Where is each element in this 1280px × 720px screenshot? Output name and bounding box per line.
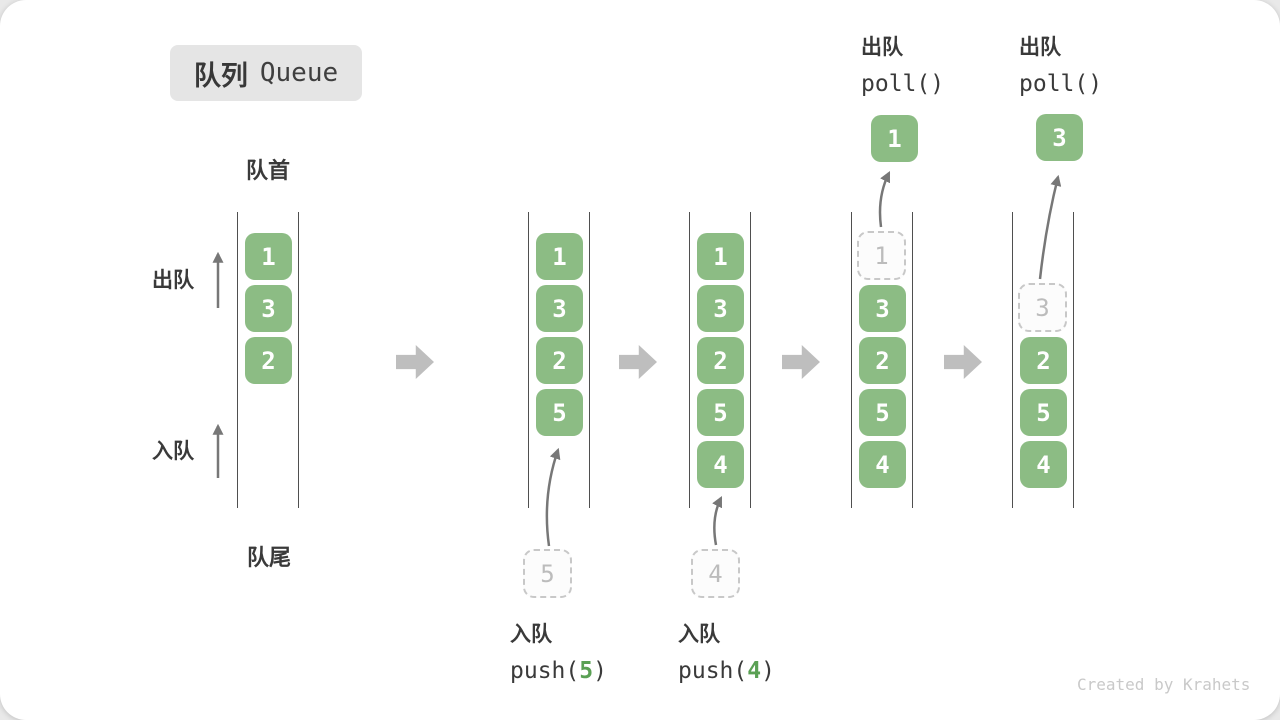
queue-element: 5: [697, 389, 744, 436]
queue-element: 1: [245, 233, 292, 280]
step-arrow-icon: [782, 345, 820, 379]
queue-element: 3: [536, 285, 583, 332]
queue-front-label: 队首: [245, 159, 290, 184]
poll1-label: 出队: [861, 35, 903, 59]
removed-element-ghost: 1: [857, 231, 906, 280]
queue-column-2: [528, 212, 590, 508]
step-arrow-icon: [619, 345, 657, 379]
push5-code: push(5): [510, 658, 607, 684]
push4-arg: 4: [747, 658, 762, 684]
watermark: Created by Krahets: [1077, 675, 1251, 694]
title-zh: 队列: [193, 60, 248, 92]
polled-element: 1: [871, 115, 918, 162]
title-box: 队列 Queue: [170, 45, 362, 101]
push5-caption: 入队 push(5): [510, 618, 607, 684]
queue-element: 5: [1020, 389, 1067, 436]
queue-column-4: [851, 212, 913, 508]
incoming-element-ghost: 4: [691, 549, 740, 598]
queue-element: 1: [697, 233, 744, 280]
enqueue-side-label: 入队: [152, 439, 194, 463]
queue-element: 2: [859, 337, 906, 384]
queue-element: 1: [536, 233, 583, 280]
push4-caption: 入队 push(4): [678, 618, 775, 684]
step-arrow-icon: [944, 345, 982, 379]
queue-element: 4: [859, 441, 906, 488]
queue-element: 4: [697, 441, 744, 488]
queue-element: 3: [859, 285, 906, 332]
poll3-code: poll(): [1019, 71, 1103, 97]
queue-element: 2: [245, 337, 292, 384]
push4-code: push(4): [678, 658, 775, 684]
push5-label: 入队: [510, 622, 552, 646]
queue-column-5: [1012, 212, 1074, 508]
dequeue-side-label: 出队: [152, 268, 194, 292]
queue-column-3: [689, 212, 751, 508]
queue-element: 3: [697, 285, 744, 332]
push5-arg: 5: [579, 658, 594, 684]
poll1-code: poll(): [861, 71, 945, 97]
queue-element: 5: [859, 389, 906, 436]
title-en: Queue: [259, 58, 339, 88]
poll3-label: 出队: [1019, 35, 1061, 59]
incoming-element-ghost: 5: [523, 549, 572, 598]
queue-rear-label: 队尾: [246, 546, 291, 571]
queue-element: 2: [697, 337, 744, 384]
queue-element: 4: [1020, 441, 1067, 488]
queue-element: 2: [1020, 337, 1067, 384]
polled-element: 3: [1036, 114, 1083, 161]
queue-element: 5: [536, 389, 583, 436]
step-arrow-icon: [396, 345, 434, 379]
poll1-caption: 出队 poll(): [861, 31, 944, 97]
poll3-caption: 出队 poll(): [1019, 31, 1102, 97]
queue-element: 3: [245, 285, 292, 332]
push4-label: 入队: [678, 622, 720, 646]
queue-column-1: [237, 212, 299, 508]
queue-element: 2: [536, 337, 583, 384]
removed-element-ghost: 3: [1018, 283, 1067, 332]
